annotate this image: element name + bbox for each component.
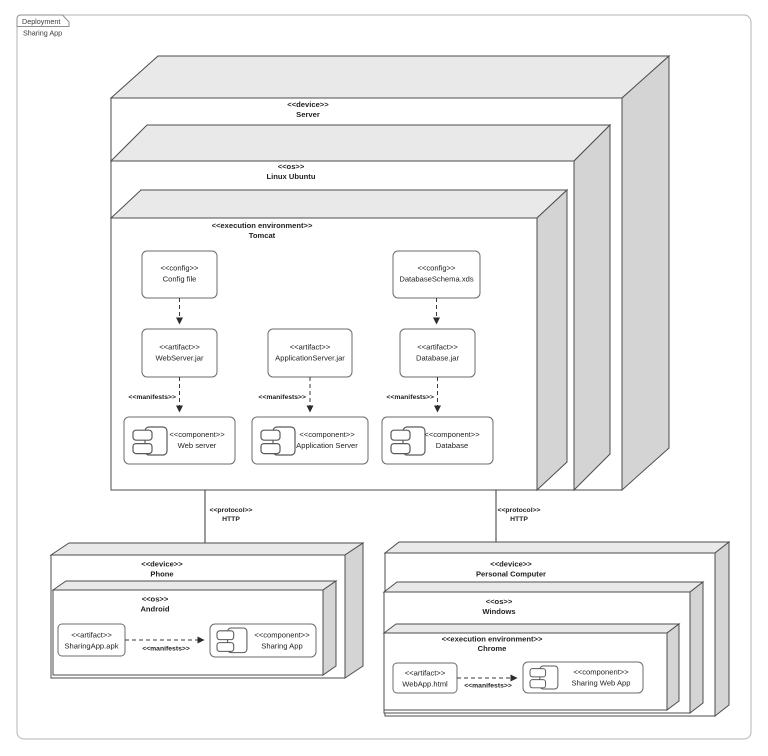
linux-top-face (109, 124, 612, 162)
webapp-html-box[interactable]: <<artifact>> WebApp.html (392, 662, 458, 694)
protocol-left-name: HTTP (222, 516, 240, 523)
tomcat-name: Tomcat (249, 231, 276, 240)
webapp-html-name: WebApp.html (402, 680, 448, 689)
frame-title: Sharing App (23, 29, 62, 38)
phone-stereotype: <<device>> (141, 560, 183, 569)
web-server-component[interactable]: <<component>> Web server (123, 416, 236, 465)
sharing-web-app-component[interactable]: <<component>> Sharing Web App (522, 661, 644, 694)
protocol-right-stereotype: <<protocol>> (497, 507, 540, 514)
database-schema-name: DatabaseSchema.xds (399, 275, 473, 284)
phone-name: Phone (150, 570, 173, 579)
frame-tab-label: Deployment (22, 17, 60, 26)
component-icon (216, 627, 248, 654)
appserver-jar-name: ApplicationServer.jar (275, 354, 345, 363)
pc-top-face (383, 541, 731, 554)
webserver-jar-stereotype: <<artifact>> (159, 343, 200, 352)
webserver-jar-box[interactable]: <<artifact>> WebServer.jar (141, 328, 218, 378)
chrome-stereotype: <<execution environment>> (442, 635, 543, 644)
application-server-component[interactable]: <<component>> Application Server (251, 416, 369, 465)
web-server-stereotype: <<component>> (169, 430, 225, 439)
sharing-app-component[interactable]: <<component>> Sharing App (209, 623, 317, 658)
manifests-label-pc: <<manifests>> (464, 683, 512, 690)
tomcat-stereotype: <<execution environment>> (212, 221, 313, 230)
config-file-name: Config file (163, 275, 197, 284)
appserver-jar-box[interactable]: <<artifact>> ApplicationServer.jar (267, 328, 353, 378)
component-icon (132, 426, 168, 456)
phone-top-face (49, 542, 365, 556)
database-schema-box[interactable]: <<config>> DatabaseSchema.xds (392, 250, 481, 299)
sharing-app-name: Sharing App (261, 642, 302, 651)
sharing-web-app-name: Sharing Web App (572, 679, 631, 688)
sharingapp-apk-rect (57, 623, 126, 657)
database-jar-box[interactable]: <<artifact>> Database.jar (399, 328, 476, 378)
pc-stereotype: <<device>> (490, 560, 532, 569)
sharingapp-apk-box[interactable]: <<artifact>> SharingApp.apk (57, 623, 126, 657)
linux-side-face (573, 123, 611, 492)
component-icon (260, 426, 296, 456)
android-name: Android (140, 605, 169, 614)
windows-side-face (689, 580, 704, 715)
config-file-stereotype: <<config>> (160, 264, 199, 273)
server-name: Server (296, 110, 320, 119)
tomcat-side-face (536, 188, 568, 492)
windows-top-face (382, 581, 705, 593)
database-jar-name: Database.jar (416, 354, 460, 363)
android-stereotype: <<os>> (142, 595, 169, 604)
server-side-face (621, 54, 670, 492)
database-name: Database (436, 441, 469, 450)
sharing-web-app-stereotype: <<component>> (573, 668, 629, 677)
pc-side-face (714, 540, 730, 718)
component-icon (390, 426, 426, 456)
server-top-face (109, 55, 671, 99)
protocol-right-name: HTTP (510, 516, 528, 523)
sharingapp-apk-name: SharingApp.apk (64, 642, 118, 651)
manifests-label-phone: <<manifests>> (142, 646, 190, 653)
appserver-jar-stereotype: <<artifact>> (290, 343, 331, 352)
linux-stereotype: <<os>> (278, 162, 305, 171)
database-schema-stereotype: <<config>> (417, 264, 456, 273)
tomcat-top-face (109, 189, 569, 219)
webapp-html-rect (392, 662, 458, 694)
manifests-label-1: <<manifests>> (128, 394, 176, 401)
config-file-box[interactable]: <<config>> Config file (141, 250, 218, 299)
windows-name: Windows (482, 607, 515, 616)
sharing-app-rect (209, 623, 317, 658)
linux-name: Linux Ubuntu (267, 172, 316, 181)
manifests-label-2: <<manifests>> (258, 394, 306, 401)
diagram-frame (16, 14, 752, 740)
application-server-name: Application Server (296, 441, 358, 450)
manifests-label-3: <<manifests>> (386, 394, 434, 401)
sharingapp-apk-stereotype: <<artifact>> (71, 631, 112, 640)
windows-stereotype: <<os>> (486, 597, 513, 606)
webserver-jar-name: WebServer.jar (156, 354, 204, 363)
webapp-html-stereotype: <<artifact>> (405, 669, 446, 678)
database-component[interactable]: <<component>> Database (381, 416, 494, 465)
android-top-face (51, 580, 338, 591)
frame-tab[interactable] (16, 14, 70, 27)
application-server-stereotype: <<component>> (299, 430, 355, 439)
database-stereotype: <<component>> (424, 430, 480, 439)
component-icon (529, 665, 559, 690)
sharing-app-stereotype: <<component>> (254, 631, 310, 640)
phone-side-face (344, 542, 364, 679)
chrome-side-face (666, 623, 680, 711)
server-stereotype: <<device>> (287, 100, 329, 109)
pc-name: Personal Computer (476, 570, 546, 579)
web-server-name: Web server (178, 441, 217, 450)
android-side-face (322, 580, 337, 676)
database-jar-stereotype: <<artifact>> (417, 343, 458, 352)
protocol-left-stereotype: <<protocol>> (209, 507, 252, 514)
chrome-top-face (382, 623, 681, 634)
chrome-name: Chrome (478, 644, 507, 653)
